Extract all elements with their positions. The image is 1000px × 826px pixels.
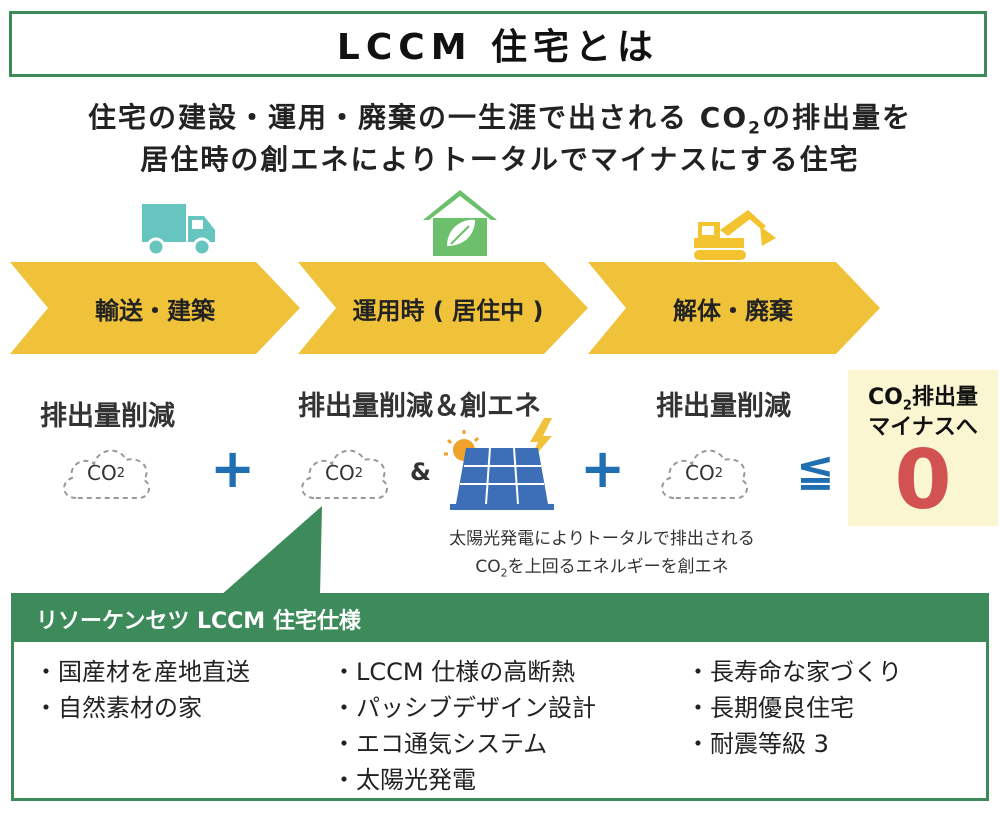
solar-note-line-1: 太陽光発電によりトータルで排出される: [449, 529, 755, 549]
result-heading-line-1: CO2排出量: [848, 384, 998, 420]
solar-note-line-2-text: を上回るエネルギーを創エネ: [507, 557, 729, 577]
stage-label-operation: 運用時 ( 居住中 ): [352, 296, 544, 325]
callout-pointer: [220, 506, 322, 596]
spec-column-1: ・国産材を産地直送 ・自然素材の家: [34, 654, 250, 726]
co2-sub: 2: [714, 465, 723, 481]
stage-label-demolition: 解体・廃棄: [673, 296, 793, 325]
co2-text: CO: [87, 461, 117, 485]
result-zero-value: 0: [894, 433, 952, 528]
co2-text: CO: [325, 461, 355, 485]
result-heading-text: 排出量: [911, 385, 978, 410]
co2-sub: 2: [116, 465, 125, 481]
plus-sign-1: +: [210, 437, 256, 500]
cloud-icon: [63, 449, 151, 500]
plus-sign-2: +: [580, 437, 626, 500]
less-equal-sign: ≦: [796, 442, 835, 496]
subtitle-line-1-pre: 住宅の建設・運用・廃棄の一生涯で出される CO: [88, 101, 749, 134]
stage-title-reduction-1: 排出量削減: [40, 401, 175, 432]
spec-column-3: ・長寿命な家づくり ・長期優良住宅 ・耐震等級 3: [686, 654, 902, 762]
solar-note-co2-sub: 2: [500, 566, 508, 580]
subtitle-line-1-post: の排出量を: [761, 101, 912, 134]
spec-heading: リソーケンセツ LCCM 住宅仕様: [14, 596, 986, 642]
solar-note-co2: CO: [475, 557, 501, 577]
ampersand: &: [410, 458, 431, 486]
stage-arrow-3: [588, 262, 880, 354]
cloud-icon: [661, 449, 749, 500]
house-leaf-icon: [423, 190, 497, 256]
cloud-icon: [301, 449, 389, 500]
spec-column-2: ・LCCM 仕様の高断熱 ・パッシブデザイン設計 ・エコ通気システム ・太陽光発…: [332, 654, 596, 798]
result-co2: CO: [868, 385, 903, 410]
page-title: LCCM 住宅とは: [9, 11, 987, 77]
stage-title-reduction-3: 排出量削減: [656, 391, 791, 422]
solar-panel-icon: [444, 418, 554, 510]
co2-sub: 2: [354, 465, 363, 481]
spec-item: ・国産材を産地直送: [34, 658, 250, 686]
spec-item: ・長期優良住宅: [686, 694, 854, 722]
spec-item: ・エコ通気システム: [332, 730, 548, 758]
excavator-icon: [694, 210, 776, 260]
result-co2-sub: 2: [902, 398, 912, 414]
result-heading-line-2: マイナスへ: [868, 415, 978, 440]
spec-item: ・自然素材の家: [34, 694, 202, 722]
spec-item: ・パッシブデザイン設計: [332, 694, 596, 722]
subtitle-line-1-sub: 2: [748, 118, 762, 139]
subtitle-line-1: 住宅の建設・運用・廃棄の一生涯で出される CO2の排出量を: [0, 96, 1000, 139]
stage-arrow-2: [298, 262, 588, 354]
solar-note-line-2: CO2を上回るエネルギーを創エネ: [392, 552, 812, 579]
truck-icon: [142, 204, 215, 257]
spec-item: ・LCCM 仕様の高断熱: [332, 658, 576, 686]
stage-arrow-1: [10, 262, 300, 354]
spec-panel: リソーケンセツ LCCM 住宅仕様 ・国産材を産地直送 ・自然素材の家 ・LCC…: [11, 593, 989, 801]
result-box: CO2排出量 マイナスへ 0: [848, 370, 998, 526]
co2-text: CO: [685, 461, 715, 485]
spec-item: ・太陽光発電: [332, 766, 476, 794]
spec-item: ・長寿命な家づくり: [686, 658, 902, 686]
stage-title-reduction-energy: 排出量削減＆創エネ: [298, 391, 541, 422]
subtitle-line-2: 居住時の創エネによりトータルでマイナスにする住宅: [140, 143, 860, 176]
spec-item: ・耐震等級 3: [686, 730, 829, 758]
stage-label-transport: 輸送・建築: [95, 296, 215, 325]
